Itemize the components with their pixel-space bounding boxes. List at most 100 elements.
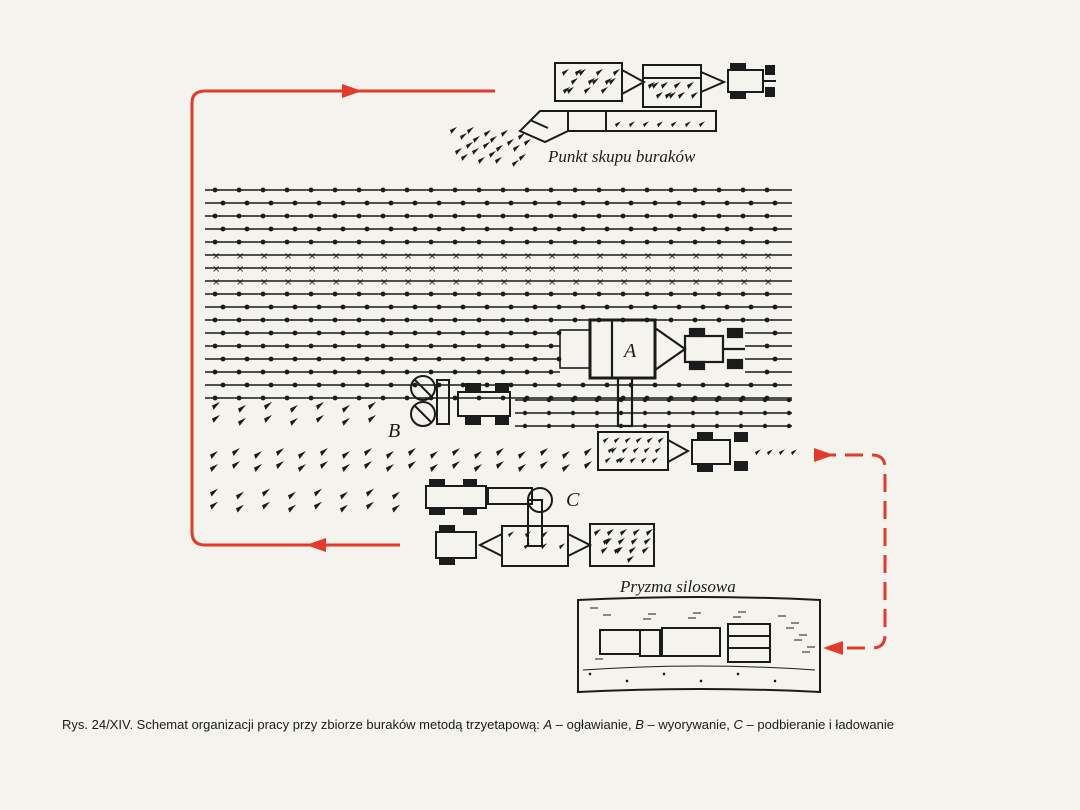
row-plant-mark [596, 291, 602, 297]
row-plant-mark [268, 382, 274, 388]
row-plant-mark: × [644, 251, 652, 262]
row-plant-mark [546, 410, 552, 416]
row-plant-mark [260, 187, 266, 193]
beet-mark [601, 546, 608, 554]
row-plant-mark: × [308, 251, 316, 262]
row-plant-mark [570, 423, 576, 429]
row-plant-mark: × [236, 251, 244, 262]
row-plant-mark [316, 226, 322, 232]
beet-mark [647, 437, 653, 444]
row-plant-mark [316, 200, 322, 206]
row-plant-mark [500, 317, 506, 323]
row-plant-mark [308, 239, 314, 245]
row-plant-mark [522, 397, 528, 403]
row-plant-mark [212, 343, 218, 349]
beet-mark [238, 417, 246, 426]
row-plant-mark [524, 213, 530, 219]
row-plant-mark [762, 423, 768, 429]
row-plant-mark [500, 343, 506, 349]
row-plant-mark [738, 410, 744, 416]
row-plant-mark: × [212, 264, 220, 275]
row-plant-mark [332, 395, 338, 401]
row-plant-mark [772, 200, 778, 206]
row-plant-mark [356, 343, 362, 349]
row-plant-mark [508, 356, 514, 362]
row-plant-mark: × [692, 251, 700, 262]
beet-mark [340, 504, 348, 513]
beet-mark [212, 401, 220, 410]
row-plant-mark [380, 239, 386, 245]
beet-mark [671, 121, 677, 128]
row-plant-mark [244, 304, 250, 310]
row-plant-mark [666, 397, 672, 403]
row-plant-mark [764, 343, 770, 349]
row-plant-mark: × [524, 251, 532, 262]
row-plant-mark: × [548, 264, 556, 275]
beet-mark [657, 121, 663, 128]
beet-mark [430, 451, 438, 460]
arrowhead-bottom-icon [306, 538, 326, 552]
row-plant-mark [428, 213, 434, 219]
row-plant-mark [762, 410, 768, 416]
machine-b-lifter [410, 375, 511, 427]
row-plant-mark [308, 317, 314, 323]
row-plant-mark [580, 304, 586, 310]
row-plant-mark [740, 213, 746, 219]
beet-mark [652, 457, 658, 464]
beet-mark [687, 81, 694, 89]
row-plant-mark [308, 213, 314, 219]
row-plant-mark [548, 213, 554, 219]
beet-mark [540, 461, 548, 470]
row-plant-mark [556, 304, 562, 310]
beet-mark [366, 501, 374, 510]
beet-mark [524, 138, 531, 146]
row-plant-mark [284, 395, 290, 401]
beet-mark [386, 464, 394, 473]
beet-mark [605, 537, 612, 545]
beet-mark [616, 546, 623, 554]
caption-letter-b: B [635, 717, 644, 732]
beet-mark [484, 129, 491, 137]
row-plant-mark [652, 200, 658, 206]
row-plant-mark: × [500, 264, 508, 275]
row-plant-mark [404, 343, 410, 349]
row-plant-mark [556, 382, 562, 388]
row-plant-mark [604, 304, 610, 310]
row-plant-mark: × [380, 264, 388, 275]
row-plant-mark [340, 200, 346, 206]
row-plant-mark: × [332, 251, 340, 262]
row-plant-mark: × [428, 251, 436, 262]
row-plant-mark [292, 330, 298, 336]
row-plant-mark [436, 304, 442, 310]
row-plant-mark [436, 356, 442, 362]
beet-mark [496, 461, 504, 470]
row-plant-mark [500, 395, 506, 401]
row-plant-mark [556, 200, 562, 206]
row-plant-mark [642, 397, 648, 403]
beet-mark [674, 81, 681, 89]
row-plant-mark [212, 213, 218, 219]
row-plant-mark [524, 187, 530, 193]
row-plant-mark [404, 369, 410, 375]
beet-mark [513, 144, 520, 152]
beet-mark [622, 447, 628, 454]
row-plant-mark [364, 304, 370, 310]
beet-mark [518, 464, 526, 473]
clamp-texture-dot [736, 672, 740, 676]
row-plant-mark [764, 369, 770, 375]
row-plant-mark [644, 239, 650, 245]
row-plant-mark [522, 423, 528, 429]
row-plant-mark: × [644, 264, 652, 275]
row-plant-mark [268, 200, 274, 206]
row-plant-mark [764, 213, 770, 219]
machine-c-loader [425, 479, 655, 567]
row-plant-mark: × [260, 251, 268, 262]
beet-mark [342, 464, 350, 473]
row-plant-mark [572, 187, 578, 193]
beet-mark [496, 144, 503, 152]
row-plant-mark [356, 369, 362, 375]
row-plant-mark [594, 410, 600, 416]
row-plant-mark [356, 213, 362, 219]
row-plant-mark: × [380, 251, 388, 262]
